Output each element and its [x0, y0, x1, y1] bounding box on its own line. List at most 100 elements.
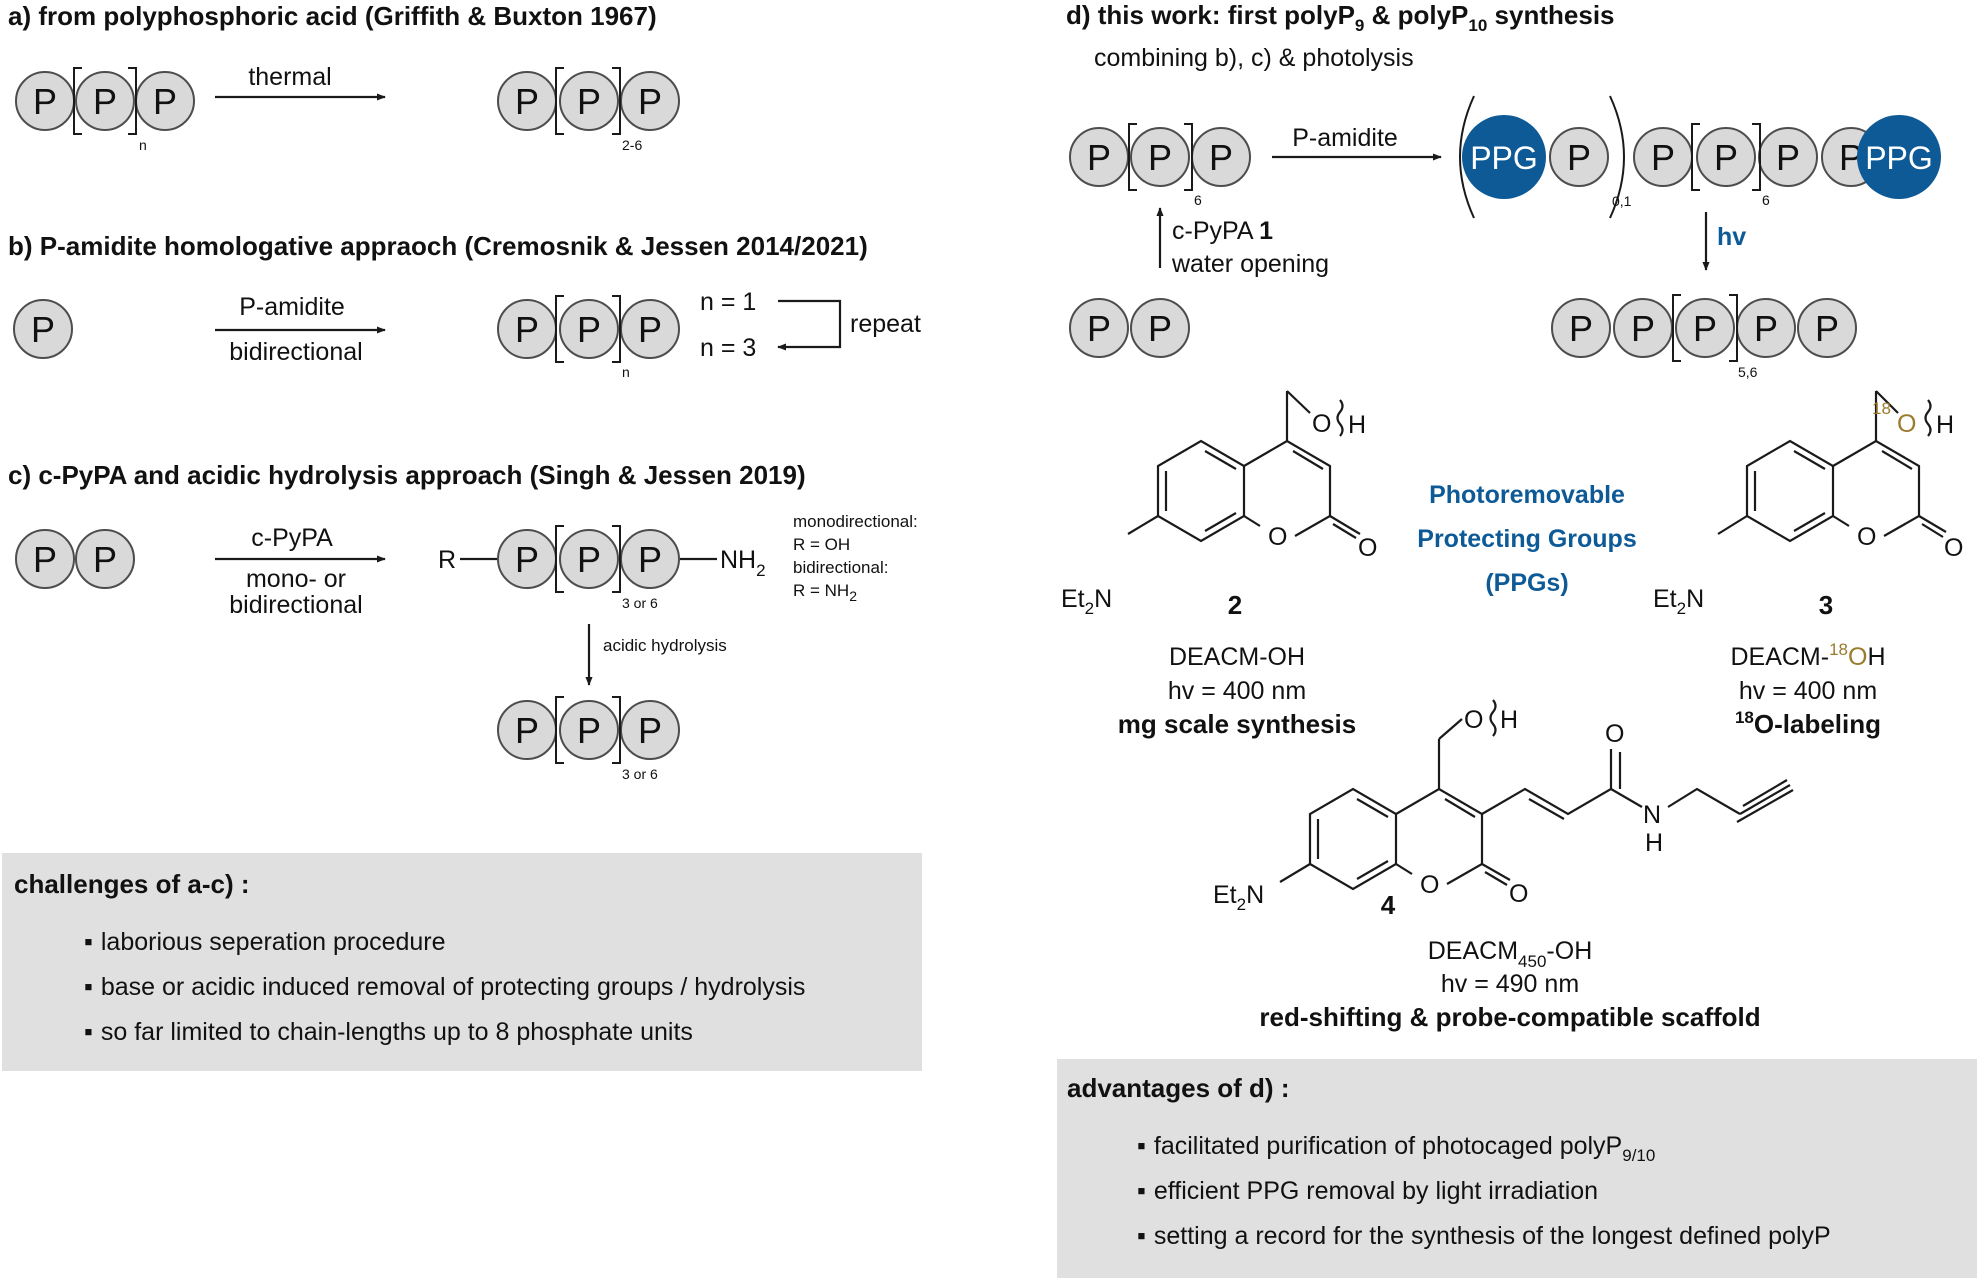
amide-nitrogen: N — [1643, 801, 1661, 829]
compound-number: 2 — [1228, 590, 1242, 620]
subscript-6: 6 — [1762, 192, 1770, 208]
panel-c: c) c-PyPA and acidic hydrolysis approach… — [8, 460, 918, 782]
repeat-bracket-left — [73, 67, 82, 135]
atom-label: P — [1693, 308, 1717, 349]
phosphate-unit — [559, 700, 619, 760]
phosphate-unit — [559, 299, 619, 359]
arrow-label: thermal — [248, 63, 331, 91]
bidirectional-label: bidirectional: — [793, 558, 888, 577]
alkyne-triple-bond — [1736, 779, 1794, 823]
alkene-double-bond — [1528, 798, 1565, 820]
ring-double-bonds — [1316, 798, 1389, 880]
atom-label: P — [33, 539, 57, 580]
atom-label: P — [1148, 308, 1172, 349]
arrow-label: P-amidite — [1292, 124, 1398, 152]
hydroxyl-oxygen: O — [1312, 410, 1331, 438]
compound-note: mg scale synthesis — [1118, 709, 1356, 739]
panel-b-heading: b) P-amidite homologative appraoch (Crem… — [8, 231, 868, 261]
arrow-bottom-label-1: mono- or — [246, 565, 346, 593]
repeat-bracket-right — [612, 67, 621, 135]
pyrone-double-bond — [1292, 450, 1324, 470]
panel-a-heading: a) from polyphosphoric acid (Griffith & … — [8, 1, 657, 31]
atom-label: P — [31, 309, 55, 350]
atom-label: P — [515, 539, 539, 580]
phosphate-unit — [1551, 298, 1611, 358]
amide-oxygen: O — [1605, 720, 1624, 748]
et2n-label: Et2N — [1213, 881, 1264, 914]
ppg-label: PPG — [1470, 140, 1538, 176]
atom-label: P — [93, 539, 117, 580]
atom-label: P — [93, 81, 117, 122]
compound-note: 18O-labeling — [1735, 708, 1881, 739]
atom-label: P — [1567, 137, 1591, 178]
compound-name: DEACM-18OH — [1730, 640, 1885, 671]
atom-label: P — [577, 309, 601, 350]
atom-label: P — [33, 81, 57, 122]
et2n-label: Et2N — [1061, 585, 1112, 618]
monodirectional-value: R = OH — [793, 535, 850, 554]
ch2-bond — [1286, 390, 1311, 414]
ppg-label: PPG — [1865, 140, 1933, 176]
hydrogen: H — [1500, 706, 1518, 734]
atom-label: P — [515, 81, 539, 122]
ppg-group — [1857, 115, 1941, 199]
ppg-caption-line: Photoremovable — [1429, 481, 1625, 509]
repeat-bracket-left — [555, 295, 564, 363]
chain-b-product: P P P n — [497, 295, 680, 380]
carbonyl-bond — [1918, 515, 1947, 533]
atom-label: P — [1148, 137, 1172, 178]
subscript-n: n — [139, 137, 147, 153]
atom-label: P — [1631, 308, 1655, 349]
amine-bond — [1717, 515, 1748, 535]
carbonyl-bond — [1329, 515, 1361, 535]
ppg-caption-line: Protecting Groups — [1417, 525, 1636, 553]
benzene-ring — [1156, 439, 1246, 543]
atom-label: P — [1569, 308, 1593, 349]
challenges-background — [2, 853, 922, 1071]
phosphate-unit — [1130, 298, 1190, 358]
repeat-bracket-right — [612, 295, 621, 363]
compound-2-structure: O O O H Et2N 2 DEACM-OH hv = 400 nm mg s… — [1061, 390, 1377, 739]
arrow-bottom-label-2: bidirectional — [229, 591, 362, 619]
paren-right — [1609, 95, 1625, 219]
repeat-loop-arrow — [777, 299, 842, 351]
arrow-top-label: c-PyPA — [251, 524, 333, 552]
ring-oxygen: O — [1420, 871, 1439, 899]
advantages-box: advantages of d) : ▪facilitated purifica… — [1057, 1059, 1977, 1278]
ppg-group — [1462, 115, 1546, 199]
et2n-label: Et2N — [1653, 585, 1704, 618]
subscript-0-1: 0,1 — [1612, 193, 1632, 209]
repeat-bracket-right — [1729, 294, 1738, 362]
ppg-caption: Photoremovable Protecting Groups (PPGs) — [1417, 481, 1636, 597]
benzene-ring — [1745, 439, 1835, 543]
amine-bond — [1127, 515, 1159, 535]
ring-double-bonds — [1164, 450, 1237, 532]
repeat-bracket-right — [612, 696, 621, 764]
atom-label: P — [1087, 308, 1111, 349]
ch2-bond — [1438, 718, 1463, 740]
carbonyl-bond — [1484, 871, 1508, 886]
arrow-bottom-label: bidirectional — [229, 338, 362, 366]
compound-wavelength: hv = 490 nm — [1441, 970, 1579, 998]
ring-oxygen: O — [1857, 523, 1876, 551]
subscript-3-or-6: 3 or 6 — [622, 766, 658, 782]
compound-wavelength: hv = 400 nm — [1739, 677, 1877, 705]
subscript-6: 6 — [1194, 192, 1202, 208]
atom-label: P — [515, 309, 539, 350]
ch2-bond — [1875, 390, 1899, 414]
pyrone-double-bond — [1444, 798, 1476, 818]
carbonyl-bond — [1332, 523, 1357, 539]
carbonyl-oxygen: O — [1944, 534, 1963, 562]
atom-label: P — [577, 539, 601, 580]
atom-label: P — [1087, 137, 1111, 178]
subscript-n: n — [622, 364, 630, 380]
atom-label: P — [1651, 137, 1675, 178]
chain-a-product: P P P 2-6 — [497, 67, 680, 153]
paren-left — [1459, 95, 1475, 219]
repeat-label: repeat — [850, 310, 921, 338]
phosphate-unit — [75, 71, 135, 131]
atom-label: P — [1815, 308, 1839, 349]
benzene-ring — [1308, 787, 1398, 891]
pyrone-double-bond — [1881, 450, 1913, 470]
amide-bond — [1610, 788, 1643, 808]
